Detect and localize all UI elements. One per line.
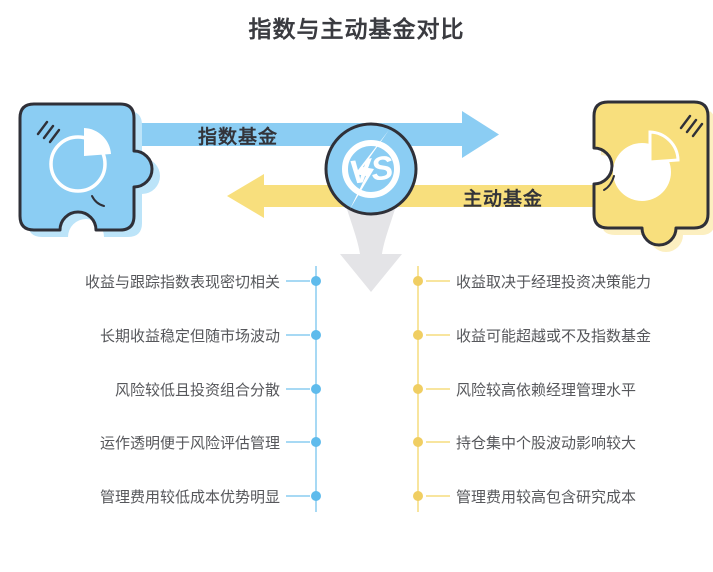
connector-line bbox=[426, 388, 450, 390]
active-fund-puzzle-icon bbox=[592, 100, 713, 252]
list-item: 持仓集中个股波动影响较大 bbox=[413, 432, 713, 452]
bullet-dot bbox=[413, 437, 423, 447]
connector-line bbox=[286, 441, 310, 443]
pie-chart-icon bbox=[49, 128, 111, 207]
connector-line bbox=[286, 388, 310, 390]
list-item-label: 风险较低且投资组合分散 bbox=[114, 381, 280, 399]
pie-chart-icon bbox=[603, 130, 680, 201]
list-item-label: 风险较高依赖经理管理水平 bbox=[456, 381, 637, 399]
index-fund-label: 指数基金 bbox=[197, 127, 278, 148]
list-item-label: 运作透明便于风险评估管理 bbox=[99, 434, 280, 452]
bullet-dot bbox=[413, 276, 423, 286]
vs-badge-label: VS bbox=[347, 148, 396, 191]
speed-lines-icon bbox=[36, 120, 61, 144]
connector-line bbox=[286, 334, 310, 336]
lightning-bolt-icon bbox=[350, 130, 389, 209]
bullet-dot bbox=[311, 330, 321, 340]
list-item-label: 管理费用较高包含研究成本 bbox=[456, 488, 637, 506]
speed-lines-icon bbox=[679, 114, 704, 138]
vs-badge: VS bbox=[324, 122, 418, 216]
list-item: 管理费用较高包含研究成本 bbox=[413, 486, 713, 506]
index-fund-puzzle-icon bbox=[18, 102, 160, 237]
bullet-dot bbox=[311, 437, 321, 447]
list-item: 收益取决于经理投资决策能力 bbox=[413, 271, 713, 291]
list-item: 收益与跟踪指数表现密切相关 bbox=[40, 271, 321, 291]
down-arrow-icon bbox=[340, 206, 402, 292]
bullet-dot bbox=[311, 491, 321, 501]
bullet-dot bbox=[413, 330, 423, 340]
list-item: 风险较高依赖经理管理水平 bbox=[413, 379, 713, 399]
list-item-label: 收益取决于经理投资决策能力 bbox=[456, 273, 652, 291]
list-item-label: 持仓集中个股波动影响较大 bbox=[456, 434, 637, 452]
list-item: 风险较低且投资组合分散 bbox=[40, 379, 321, 399]
list-item: 运作透明便于风险评估管理 bbox=[40, 432, 321, 452]
connector-line bbox=[426, 334, 450, 336]
list-item: 收益可能超越或不及指数基金 bbox=[413, 325, 713, 345]
connector-line bbox=[426, 441, 450, 443]
page-title: 指数与主动基金对比 bbox=[248, 16, 465, 42]
connector-line bbox=[426, 495, 450, 497]
active-fund-label: 主动基金 bbox=[462, 189, 543, 210]
bullet-dot bbox=[413, 491, 423, 501]
list-item: 长期收益稳定但随市场波动 bbox=[40, 325, 321, 345]
list-item-label: 收益可能超越或不及指数基金 bbox=[456, 327, 652, 345]
bullet-dot bbox=[413, 384, 423, 394]
connector-line bbox=[286, 495, 310, 497]
list-item: 管理费用较低成本优势明显 bbox=[40, 486, 321, 506]
bullet-dot bbox=[311, 384, 321, 394]
list-item-label: 长期收益稳定但随市场波动 bbox=[99, 327, 280, 345]
list-item-label: 管理费用较低成本优势明显 bbox=[99, 488, 280, 506]
bullet-dot bbox=[311, 276, 321, 286]
connector-line bbox=[426, 280, 450, 282]
connector-line bbox=[286, 280, 310, 282]
list-item-label: 收益与跟踪指数表现密切相关 bbox=[84, 273, 280, 291]
